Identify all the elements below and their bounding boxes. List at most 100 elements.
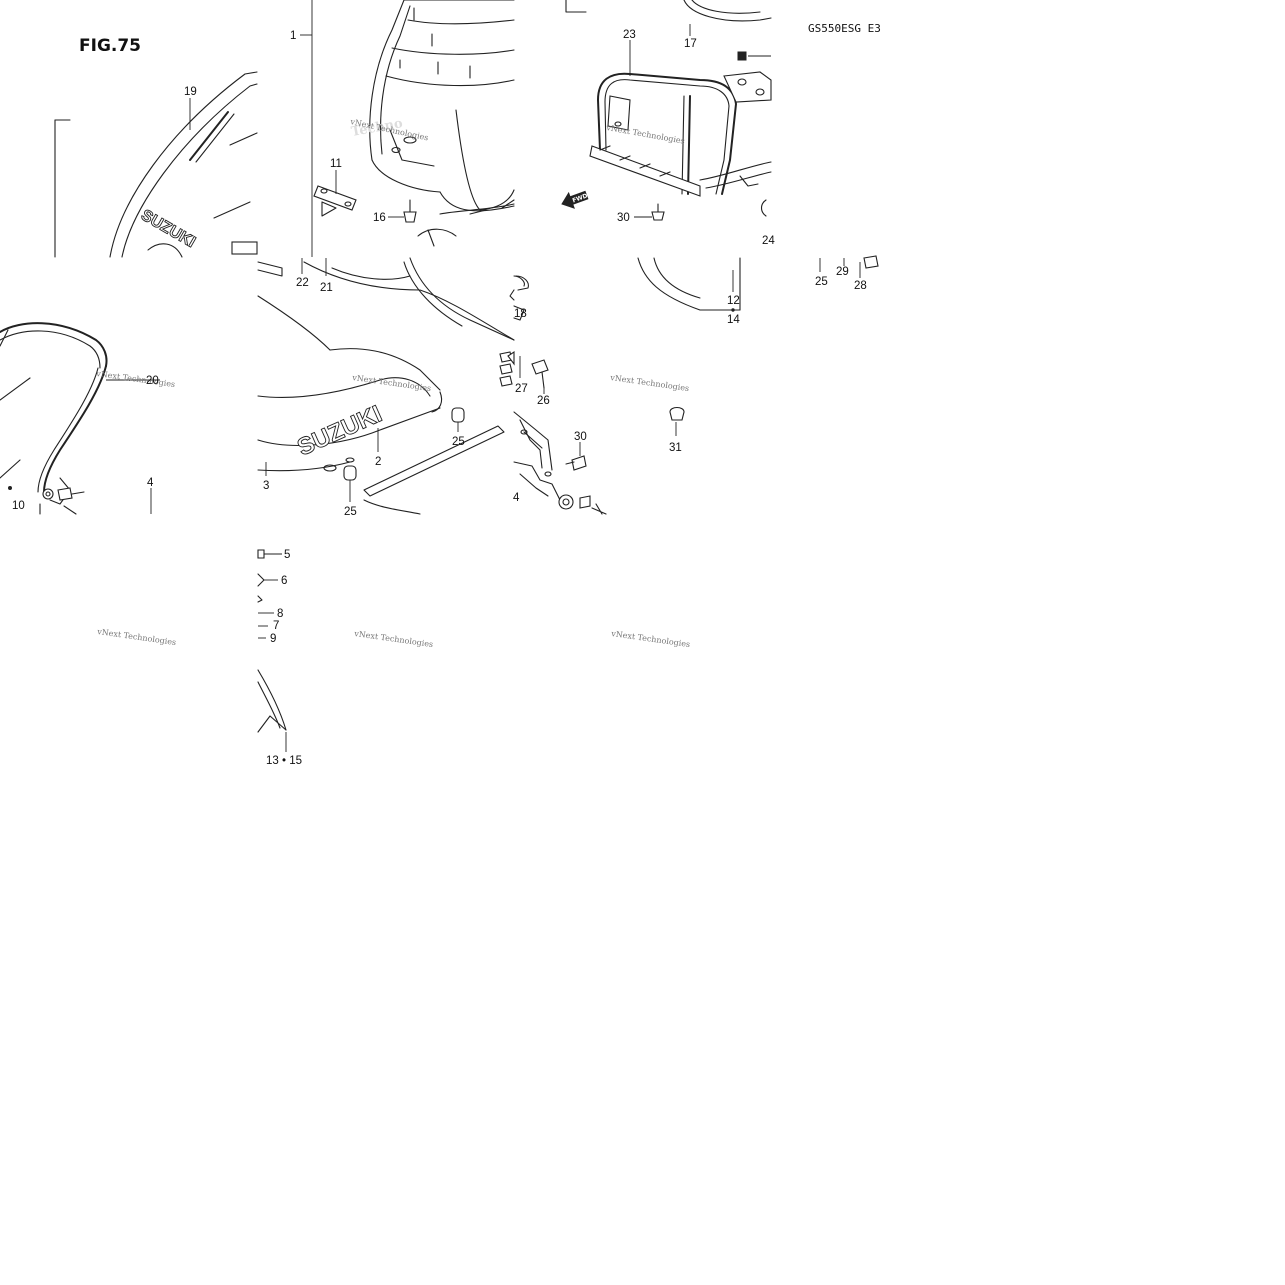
fairing-mid-line: [257, 377, 431, 398]
cap-31: [669, 406, 685, 421]
bracket-hole: [344, 201, 352, 207]
nut: [57, 487, 73, 501]
housing-rim: [385, 75, 515, 87]
fwd-arrow-shape: [561, 190, 589, 209]
housing-clip: [501, 199, 515, 209]
part-label-7: 7: [273, 620, 279, 632]
part-label-29: 29: [836, 266, 849, 278]
part-label-22: 22: [296, 277, 309, 289]
part-label-3: 3: [263, 480, 269, 492]
tile-windscreen-upper: SUZUKI: [54, 71, 258, 258]
bolt-head: [737, 51, 747, 61]
bracket-piece: [231, 241, 258, 255]
mount-plate: [589, 145, 701, 197]
part-label-21: 21: [320, 282, 333, 294]
windscreen-reflect: [213, 201, 251, 219]
windscreen-trim: [0, 322, 108, 367]
housing-left-inner: [380, 5, 411, 155]
mount-bracket-lower: [513, 461, 561, 501]
part-label-16: 16: [373, 212, 386, 224]
fairing-bottom-curve: [363, 499, 421, 515]
subframe-tube-inner: [604, 79, 730, 195]
part-label-2: 2: [375, 456, 381, 468]
windscreen-trim-inner: [0, 330, 101, 369]
mount-bracket-inner: [519, 419, 543, 469]
part-label-18: 18: [514, 308, 527, 320]
watermark: vNext Technologies: [353, 629, 434, 649]
bracket-11: [313, 185, 357, 211]
rail-clip: [739, 175, 759, 187]
bracket-hole: [755, 88, 765, 96]
windscreen-side-trim: [43, 365, 107, 493]
part-label-17: 17: [684, 38, 697, 50]
clip-18: [509, 289, 515, 301]
part-label-14: 14: [727, 314, 740, 326]
gusset-hole: [614, 121, 622, 127]
fastener-line: [63, 505, 77, 515]
tile-brackets-bolts: vNext Technologies: [513, 257, 741, 515]
nut-27: [499, 363, 513, 375]
watermark: vNext Technologies: [605, 123, 686, 146]
part-label-30: 30: [617, 212, 630, 224]
part-label-8: 8: [277, 608, 283, 620]
tile-subframe: FWD vNext Technologies: [561, 0, 772, 221]
washer: [8, 486, 12, 490]
fwd-arrow: FWD: [561, 190, 589, 209]
part-label-20: 20: [146, 375, 159, 387]
part-label-13-15: 13 • 15: [266, 755, 302, 767]
bolt-30-shaft: [565, 461, 575, 465]
mount-bracket-bend: [523, 431, 543, 449]
frame-rail: [705, 171, 772, 189]
frame-rail: [699, 161, 772, 181]
windscreen-reflect: [0, 459, 21, 479]
side-bracket: [723, 71, 772, 103]
fastener-28: [863, 255, 879, 269]
clip-18: [515, 275, 529, 291]
housing-left-edge: [369, 0, 405, 161]
part-label-4: 4: [147, 477, 154, 489]
part-label-28: 28: [854, 280, 867, 292]
tile-fasteners-right: [819, 255, 879, 278]
watermark: vNext Technologies: [351, 373, 432, 393]
suzuki-logo-text: SUZUKI: [293, 400, 386, 461]
screw-5: [257, 549, 265, 559]
bullet-14: [731, 308, 735, 312]
panel-17-inner: [691, 0, 761, 14]
part-label-25: 25: [815, 276, 828, 288]
part-labels: 1 2 3 4 4 5 6 7 8 9 10 11 12 14 13 • 15 …: [12, 29, 867, 767]
housing-rim: [407, 19, 515, 25]
nut-27: [499, 375, 513, 387]
watermark: vNext Technologies: [95, 369, 176, 389]
grommet-25: [343, 465, 357, 481]
fairing-bottom: [257, 461, 351, 472]
part-label-10: 10: [12, 500, 25, 512]
under-panel-right: [409, 257, 515, 341]
cover-12-inner: [653, 257, 701, 299]
part-label-25: 25: [452, 436, 465, 448]
part-label-12: 12: [727, 295, 740, 307]
clip-6: [257, 573, 265, 587]
windscreen-side-inner: [37, 367, 99, 493]
watermark: vNext Technologies: [610, 629, 691, 649]
grommet-hole: [45, 491, 51, 497]
part-label-9: 9: [270, 633, 276, 645]
windscreen-reflect: [229, 132, 258, 146]
clip-18-body: [513, 305, 525, 321]
model-code: GS550ESG E3: [808, 22, 881, 35]
grommet-25: [451, 407, 465, 423]
housing-base: [439, 203, 515, 215]
subframe-upright: [687, 95, 691, 195]
bracket-piece: [257, 261, 283, 277]
fairing-clip: [427, 229, 435, 247]
part-label-23: 23: [623, 29, 636, 41]
windscreen-reflect: [0, 377, 31, 401]
part-label-4: 4: [513, 492, 520, 504]
mount-hole: [391, 146, 401, 154]
windscreen-strip: [195, 113, 235, 163]
under-panel-inner: [403, 261, 463, 327]
housing-lower-curve: [439, 191, 515, 212]
screw-16: [403, 211, 417, 223]
mount-bracket-lower-inner: [519, 473, 549, 497]
windscreen-strip: [189, 111, 229, 161]
